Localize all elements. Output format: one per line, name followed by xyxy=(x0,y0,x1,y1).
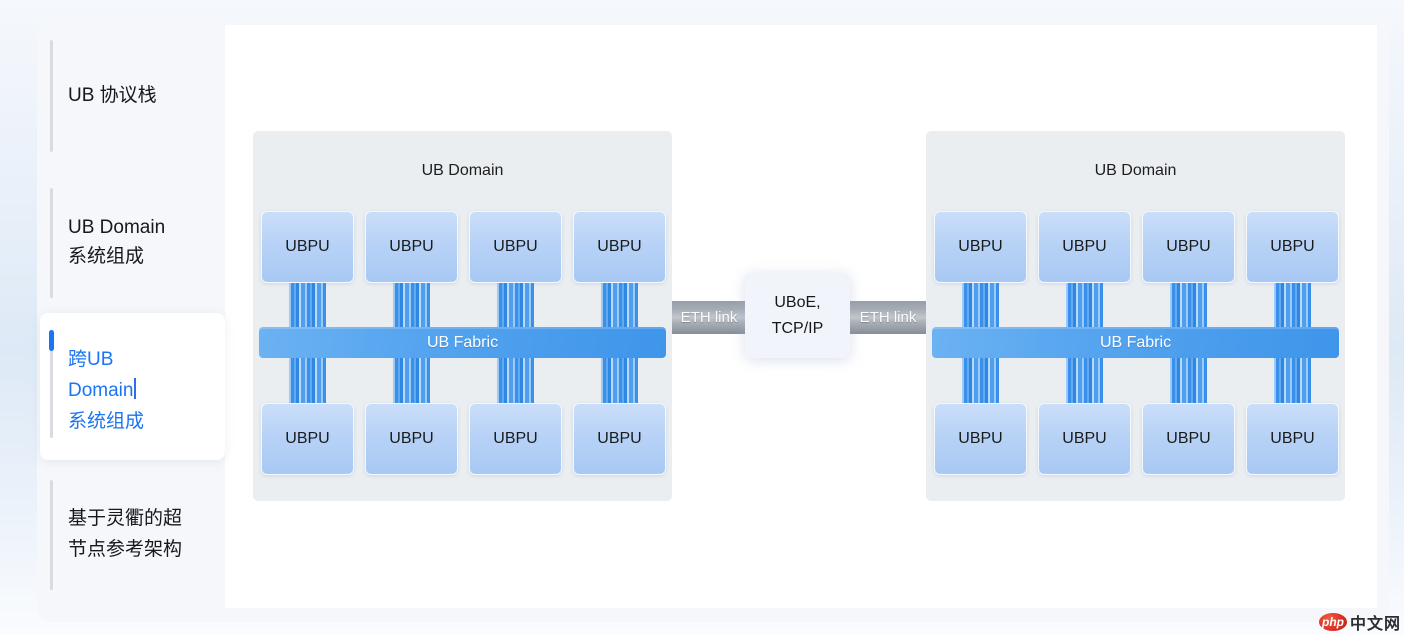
domain-title: UB Domain xyxy=(421,162,504,179)
ubpu-box: UBPU xyxy=(1246,211,1339,283)
link-bundle xyxy=(962,358,999,403)
domain-title: UB Domain xyxy=(1094,162,1177,179)
ubpu-box: UBPU xyxy=(1038,211,1131,283)
link-bundle xyxy=(497,358,534,403)
ubpu-box: UBPU xyxy=(469,211,562,283)
eth-link-left: ETH link xyxy=(672,301,746,334)
ubpu-box: UBPU xyxy=(1038,403,1131,475)
link-bundle xyxy=(393,283,430,327)
ub-domain-right: UB Domain UBPU UBPU UBPU UBPU UB Fabric … xyxy=(926,131,1345,501)
sidebar-item-label: 跨UB xyxy=(68,349,114,370)
ubpu-box: UBPU xyxy=(1142,403,1235,475)
diagram-panel: UB Domain UBPU UBPU UBPU UBPU UB Fabric … xyxy=(225,25,1377,608)
ubpu-box: UBPU xyxy=(365,403,458,475)
ubpu-box: UBPU xyxy=(1246,403,1339,475)
link-bundle xyxy=(601,358,638,403)
link-bundle xyxy=(1274,283,1311,327)
eth-link-right: ETH link xyxy=(850,301,926,334)
link-bundle xyxy=(289,283,326,327)
link-bundle xyxy=(393,358,430,403)
link-bundle xyxy=(1170,358,1207,403)
sidebar-item-label: Domain xyxy=(68,380,134,401)
tcpip-line: TCP/IP xyxy=(771,319,824,337)
link-bundle xyxy=(962,283,999,327)
ubpu-box: UBPU xyxy=(573,211,666,283)
ub-domain-left: UB Domain UBPU UBPU UBPU UBPU UB Fabric … xyxy=(253,131,672,501)
ub-fabric-bar: UB Fabric xyxy=(259,327,666,358)
item-rail xyxy=(50,40,53,152)
ubpu-box: UBPU xyxy=(1142,211,1235,283)
uboe-line: UBoE, xyxy=(774,293,821,311)
sidebar-item-label: UB Domain xyxy=(68,217,166,238)
sidebar-item-label: 基于灵衢的超 xyxy=(68,508,183,529)
item-rail xyxy=(50,188,53,298)
link-bundle xyxy=(289,358,326,403)
link-bundle xyxy=(601,283,638,327)
link-bundle xyxy=(1274,358,1311,403)
link-bundle xyxy=(497,283,534,327)
text-caret xyxy=(134,378,137,399)
ubpu-box: UBPU xyxy=(261,211,354,283)
sidebar-item-label: 系统组成 xyxy=(68,411,145,432)
link-bundle xyxy=(1170,283,1207,327)
ubpu-box: UBPU xyxy=(934,403,1027,475)
link-bundle xyxy=(1066,358,1103,403)
ubpu-box: UBPU xyxy=(934,211,1027,283)
sidebar-item-label: 系统组成 xyxy=(68,246,145,267)
ubpu-box: UBPU xyxy=(261,403,354,475)
php-cn-watermark: php 中文网 xyxy=(1319,610,1401,634)
ubpu-box: UBPU xyxy=(469,403,562,475)
item-rail xyxy=(50,480,53,590)
link-bundle xyxy=(1066,283,1103,327)
uboe-tcpip-box: UBoE, TCP/IP xyxy=(745,273,850,358)
php-logo-icon: php xyxy=(1319,613,1347,631)
item-rail xyxy=(50,330,53,438)
active-indicator xyxy=(49,330,54,351)
sidebar-item-label: UB 协议栈 xyxy=(68,85,157,106)
ub-fabric-bar: UB Fabric xyxy=(932,327,1339,358)
sidebar-item-label: 节点参考架构 xyxy=(68,539,183,560)
sidebar-selected-card xyxy=(40,313,225,460)
logo-text: 中文网 xyxy=(1350,616,1402,633)
ubpu-box: UBPU xyxy=(365,211,458,283)
ubpu-box: UBPU xyxy=(573,403,666,475)
